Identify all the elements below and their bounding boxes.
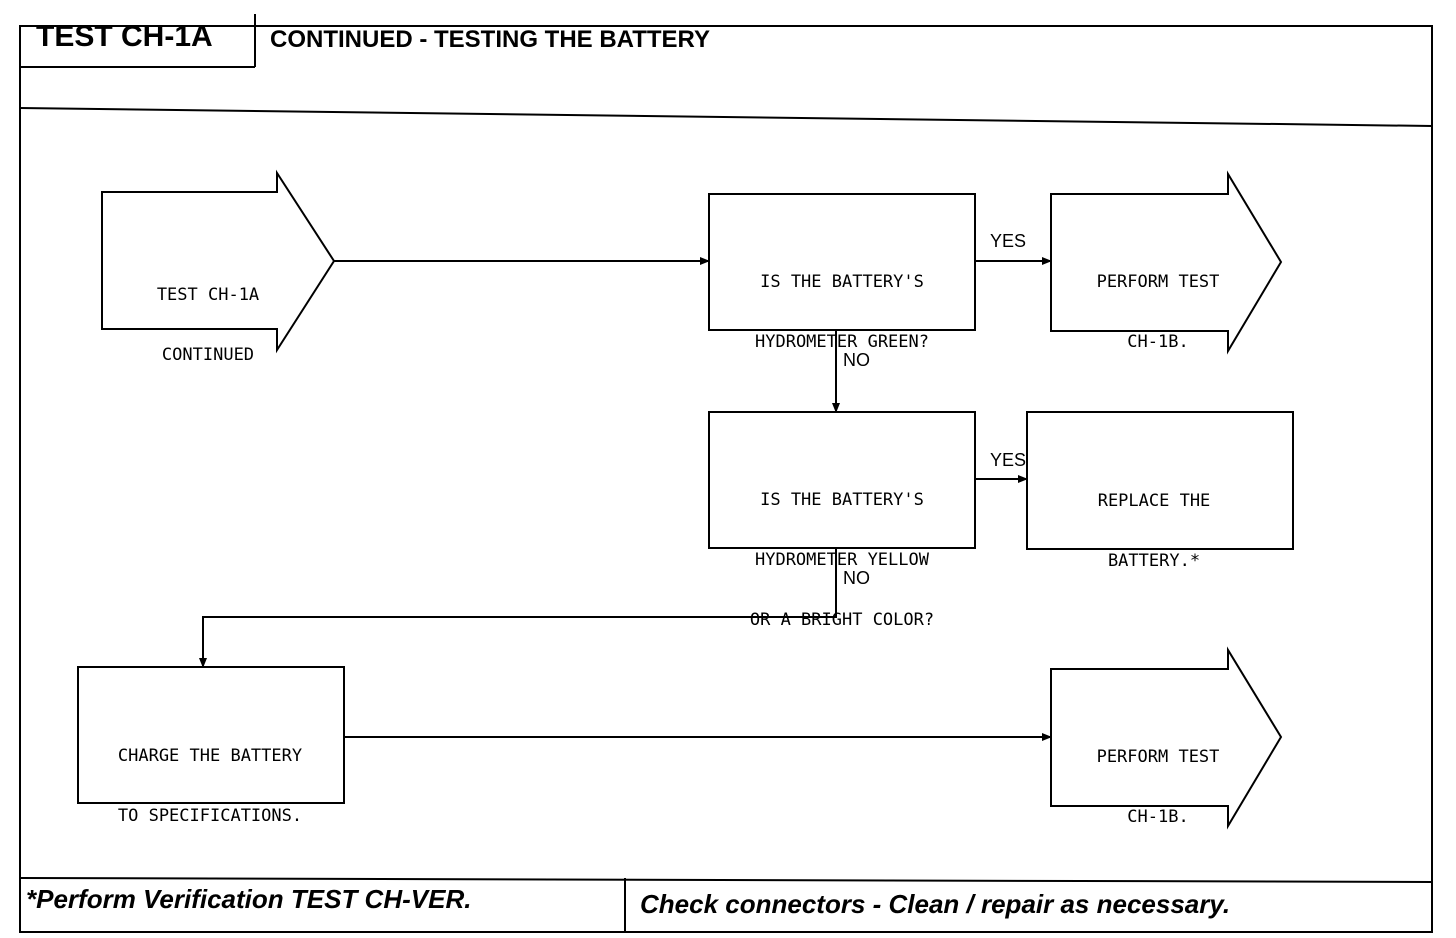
result-3-line-2: CH-1B. bbox=[1127, 807, 1189, 827]
start-label: TEST CH-1A CONTINUED bbox=[157, 245, 259, 405]
page-title: CONTINUED - TESTING THE BATTERY bbox=[270, 26, 710, 53]
result-1-arrow-shape bbox=[1050, 170, 1283, 355]
charge-battery-label: CHARGE THE BATTERY TO SPECIFICATIONS. bbox=[118, 706, 302, 866]
edge-label-yes-1: YES bbox=[990, 231, 1027, 251]
footer-top-border bbox=[19, 877, 1433, 883]
question-1-line-1: IS THE BATTERY'S bbox=[760, 272, 924, 292]
result-3-arrow-shape bbox=[1050, 646, 1283, 830]
start-arrow-shape bbox=[101, 169, 336, 354]
outer-frame bbox=[19, 25, 1433, 933]
result-3-line-1: PERFORM TEST bbox=[1096, 747, 1220, 767]
edge-label-no-1: NO bbox=[843, 350, 870, 370]
charge-battery-line-2: TO SPECIFICATIONS. bbox=[117, 806, 303, 826]
question-1-line-2: HYDROMETER GREEN? bbox=[755, 332, 929, 352]
replace-battery-line-2: BATTERY.* bbox=[1107, 551, 1201, 571]
charge-battery-line-1: CHARGE THE BATTERY bbox=[117, 746, 303, 766]
result-3-label: PERFORM TEST CH-1B. bbox=[1097, 707, 1220, 867]
charge-battery-box bbox=[77, 666, 345, 804]
header-separator bbox=[19, 107, 1433, 127]
question-2-line-1: IS THE BATTERY'S bbox=[760, 490, 924, 510]
start-label-line-2: CONTINUED bbox=[161, 345, 255, 365]
start-label-line-1: TEST CH-1A bbox=[156, 285, 260, 305]
footer-verification-note: *Perform Verification TEST CH-VER. bbox=[26, 884, 472, 914]
edge-label-yes-2: YES bbox=[990, 450, 1027, 470]
question-1-label: IS THE BATTERY'S HYDROMETER GREEN? bbox=[755, 232, 929, 392]
replace-battery-label: REPLACE THE BATTERY.* bbox=[1098, 451, 1211, 611]
question-2-label: IS THE BATTERY'S HYDROMETER YELLOW OR A … bbox=[750, 450, 934, 670]
test-id: TEST CH-1A bbox=[36, 20, 213, 53]
edge-q2-no bbox=[199, 548, 837, 668]
question-2-line-2: HYDROMETER YELLOW bbox=[754, 550, 929, 570]
footer-connector-note: Check connectors - Clean / repair as nec… bbox=[640, 889, 1231, 919]
result-1-label: PERFORM TEST CH-1B. bbox=[1097, 232, 1220, 392]
result-1-line-2: CH-1B. bbox=[1127, 332, 1189, 352]
question-2-line-3: OR A BRIGHT COLOR? bbox=[749, 610, 935, 630]
result-1-line-1: PERFORM TEST bbox=[1096, 272, 1220, 292]
replace-battery-line-1: REPLACE THE bbox=[1097, 491, 1211, 511]
edge-label-no-2: NO bbox=[843, 568, 870, 588]
